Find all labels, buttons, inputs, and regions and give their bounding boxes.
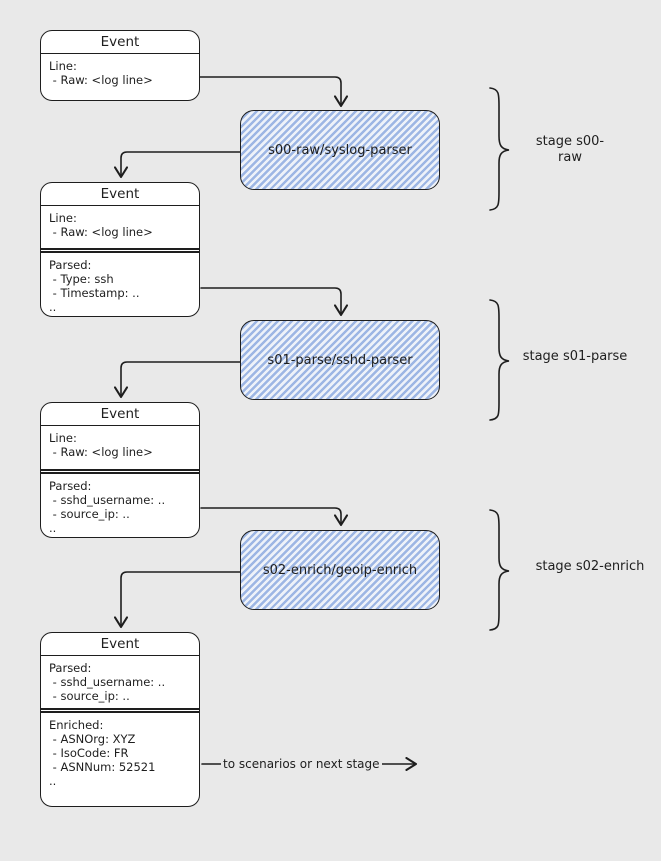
event-node-2-section-parsed: Parsed: - Type: ssh - Timestamp: .. .. (41, 248, 199, 316)
field-text: .. (49, 521, 57, 535)
event-node-3-section-line: Line: - Raw: <log line> (41, 426, 199, 469)
connector-event3-to-s02 (200, 507, 349, 527)
connector-s02-to-event4 (113, 571, 241, 629)
parser-node-s00-raw-label: s00-raw/syslog-parser (268, 142, 412, 158)
event-node-4-section-enriched: Enriched: - ASNOrg: XYZ - IsoCode: FR - … (41, 708, 199, 806)
field-text: Line: (49, 431, 77, 445)
stage-brace-s01 (489, 299, 510, 421)
stage-label-s00-raw: stage s00-raw (535, 134, 605, 165)
event-node-4-section-parsed: Parsed: - sshd_username: .. - source_ip:… (41, 656, 199, 708)
event-node-3-title: Event (41, 403, 199, 426)
connector-s01-to-event3 (113, 361, 241, 399)
field-text: Enriched: (49, 718, 104, 732)
event-node-1-section-line: Line: - Raw: <log line> (41, 54, 199, 100)
field-text: - source_ip: .. (49, 507, 130, 521)
event-node-2-title: Event (41, 183, 199, 206)
field-text: - source_ip: .. (49, 689, 130, 703)
event-node-3: Event Line: - Raw: <log line> Parsed: - … (40, 402, 200, 538)
stage-label-s01-parse: stage s01-parse (522, 349, 628, 364)
field-text: Line: (49, 59, 77, 73)
connector-event2-to-s01 (200, 287, 349, 317)
field-text: Parsed: (49, 661, 92, 675)
field-text: - sshd_username: .. (49, 675, 166, 689)
parser-node-s02-enrich: s02-enrich/geoip-enrich (240, 530, 440, 610)
output-arrow-label: to scenarios or next stage (221, 757, 382, 771)
parser-node-s01-parse: s01-parse/sshd-parser (240, 320, 440, 400)
event-node-3-section-parsed: Parsed: - sshd_username: .. - source_ip:… (41, 469, 199, 537)
event-node-1-title: Event (41, 31, 199, 54)
field-text: .. (49, 300, 57, 314)
stage-label-s02-enrich: stage s02-enrich (535, 559, 645, 574)
field-text: - Raw: <log line> (49, 225, 153, 239)
field-text: - ASNNum: 52521 (49, 760, 156, 774)
connector-s00-to-event2 (113, 151, 241, 179)
event-node-4: Event Parsed: - sshd_username: .. - sour… (40, 632, 200, 807)
field-text: - Raw: <log line> (49, 445, 153, 459)
field-text: .. (49, 774, 57, 788)
event-node-2: Event Line: - Raw: <log line> Parsed: - … (40, 182, 200, 317)
event-node-4-title: Event (41, 633, 199, 656)
field-text: - Timestamp: .. (49, 286, 140, 300)
field-text: Line: (49, 211, 77, 225)
stage-brace-s02 (489, 509, 510, 631)
field-text: - ASNOrg: XYZ (49, 732, 136, 746)
field-text: Parsed: (49, 258, 92, 272)
event-node-1: Event Line: - Raw: <log line> (40, 30, 200, 101)
parser-node-s02-enrich-label: s02-enrich/geoip-enrich (262, 562, 418, 578)
connector-event1-to-s00 (199, 76, 349, 108)
field-text: - Raw: <log line> (49, 73, 153, 87)
field-text: Parsed: (49, 479, 92, 493)
field-text: - IsoCode: FR (49, 746, 129, 760)
stage-brace-s00 (489, 87, 510, 211)
field-text: - sshd_username: .. (49, 493, 166, 507)
parser-node-s00-raw: s00-raw/syslog-parser (240, 110, 440, 190)
field-text: - Type: ssh (49, 272, 114, 286)
parser-node-s01-parse-label: s01-parse/sshd-parser (267, 352, 413, 368)
event-node-2-section-line: Line: - Raw: <log line> (41, 206, 199, 248)
